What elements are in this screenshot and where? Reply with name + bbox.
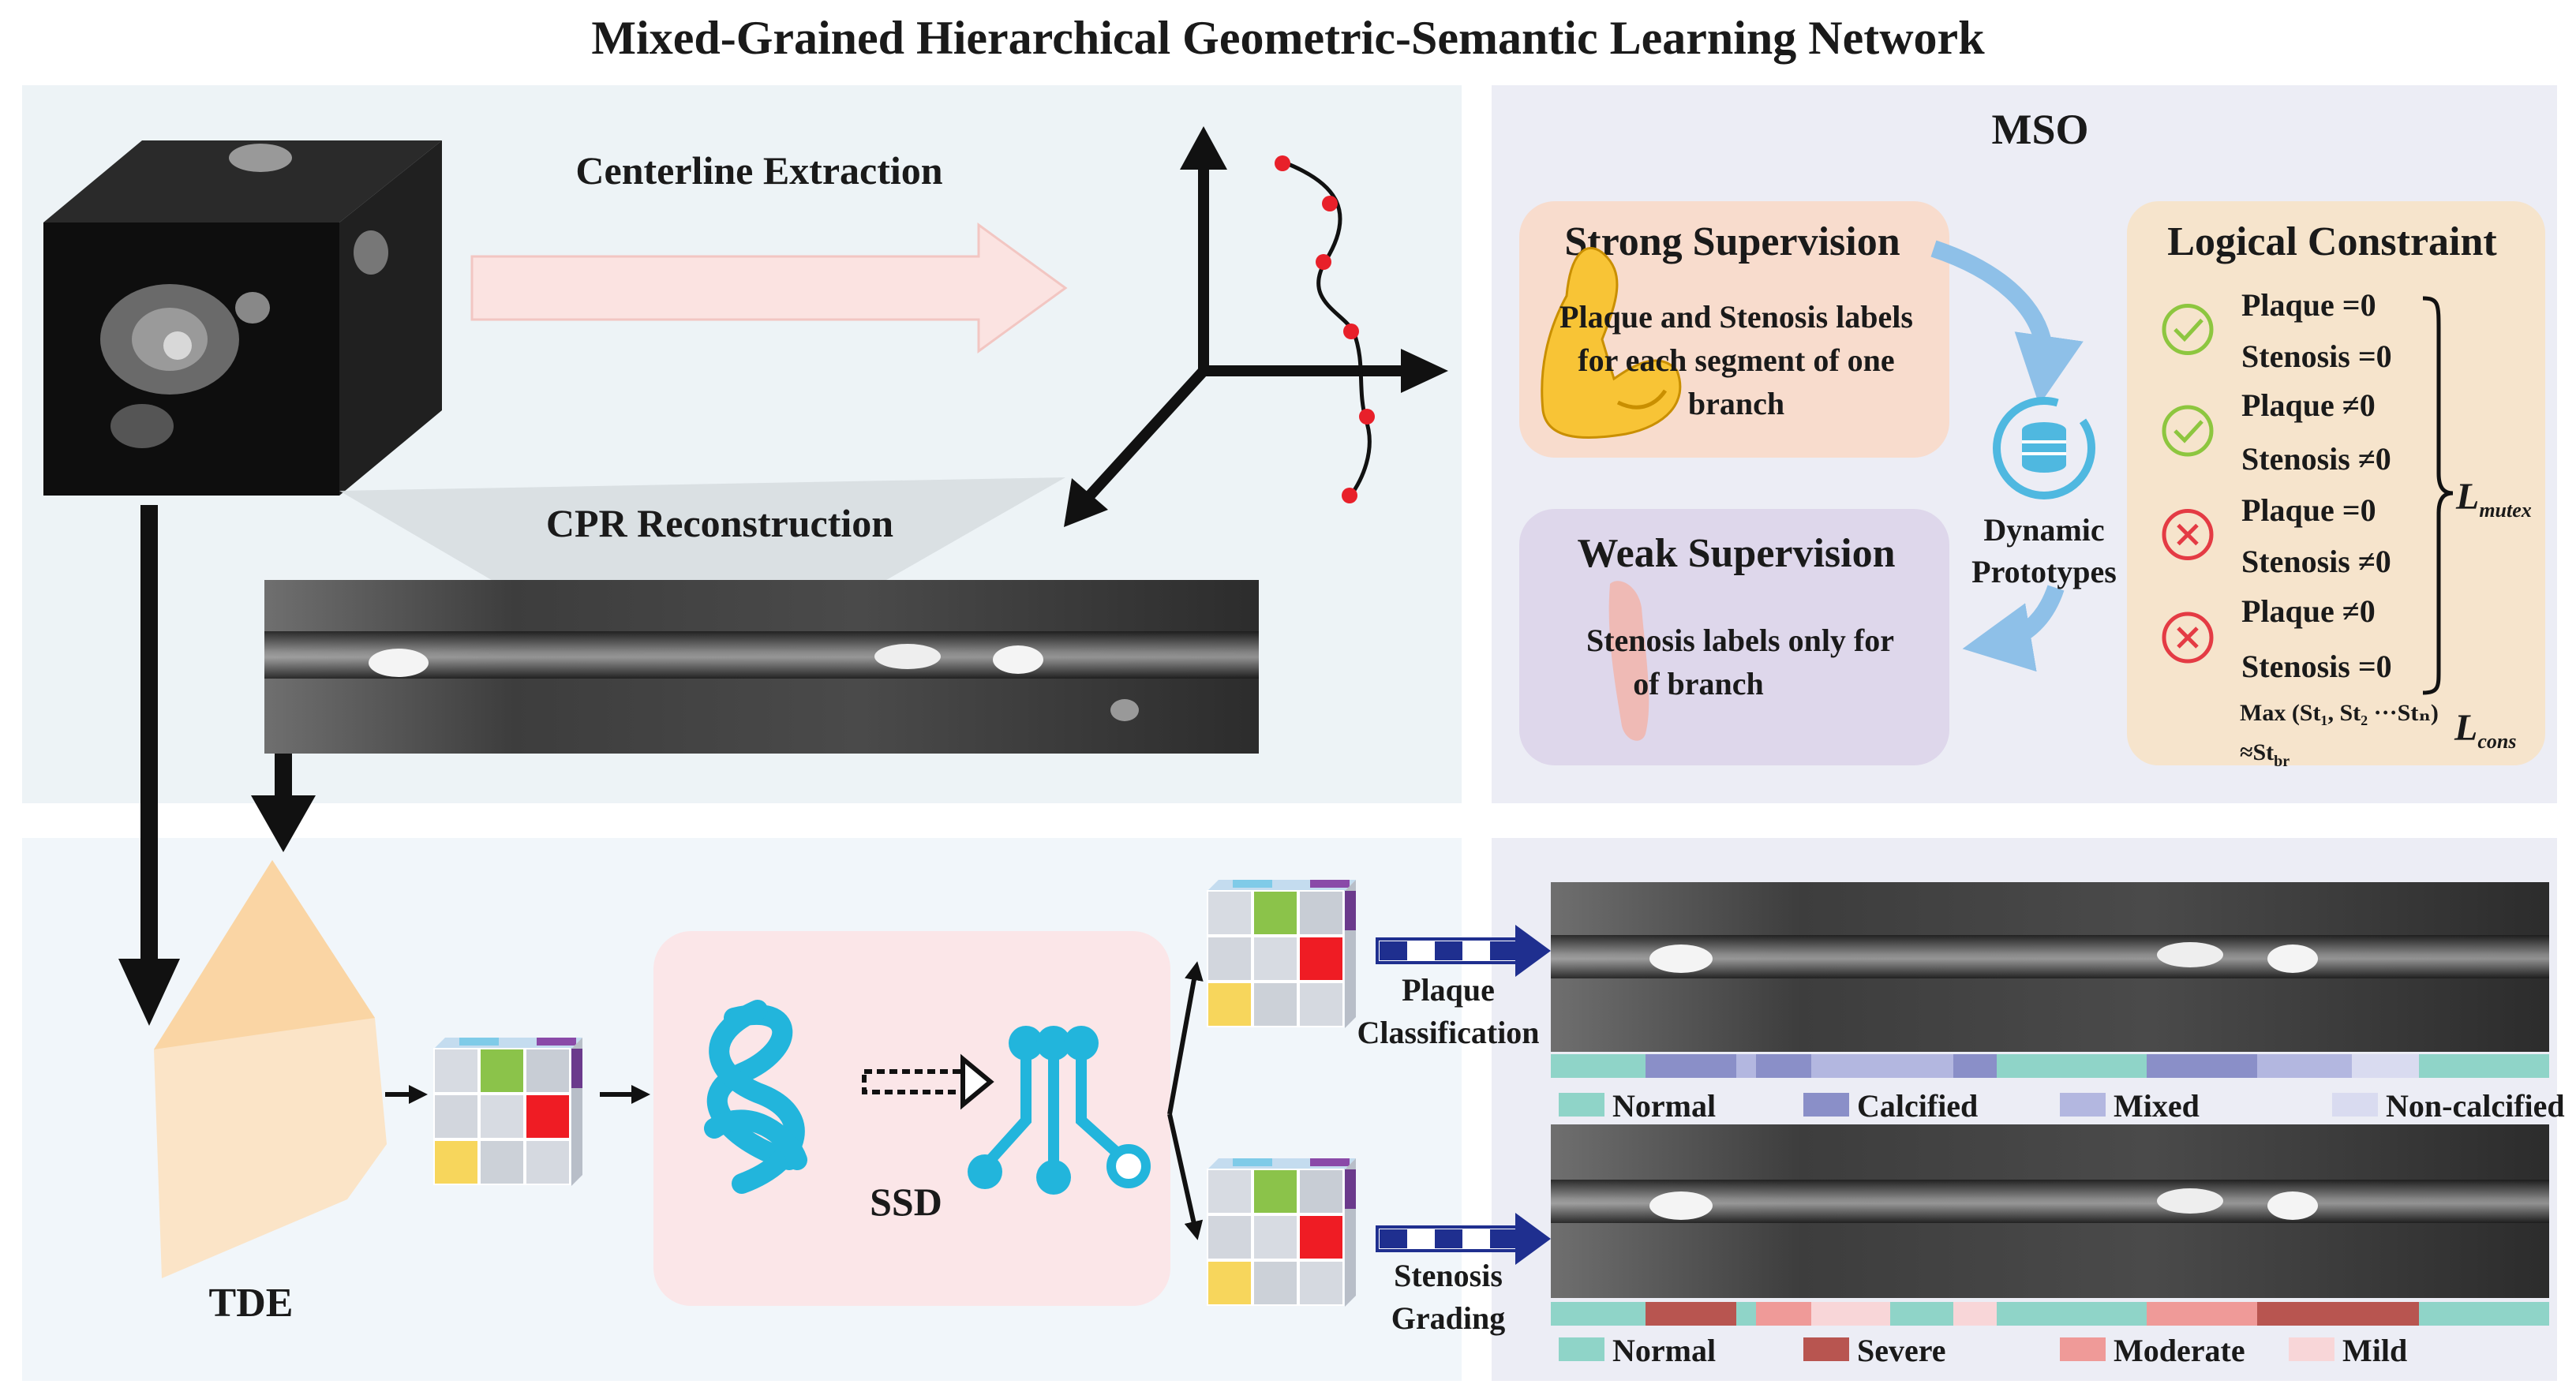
strong-text-line1: Plaque and Stenosis labels — [1559, 299, 1913, 335]
weak-supervision-title: Weak Supervision — [1577, 531, 1895, 576]
legend-swatch — [1559, 1093, 1604, 1117]
legend-label: Mixed — [2114, 1088, 2200, 1124]
rule-stenosis: Stenosis =0 — [2241, 649, 2392, 684]
task-stenosis-line1: Stenosis — [1394, 1258, 1503, 1293]
legend-label: Severe — [1857, 1333, 1946, 1368]
strong-text-line3: branch — [1688, 386, 1784, 421]
l-mutex-symbol: Lmutex — [2455, 476, 2532, 522]
weak-text-line2: of branch — [1633, 666, 1764, 701]
stenosis-output-image — [1551, 1124, 2549, 1298]
branch-icon — [985, 1048, 1126, 1173]
stenosis-segment-bar — [1551, 1302, 2549, 1326]
task-stenosis-line2: Grading — [1391, 1300, 1505, 1336]
centerline-points — [1275, 155, 1375, 503]
rule-plaque: Plaque =0 — [2241, 492, 2376, 528]
legend-stenosis: Normal Severe Moderate Mild — [1559, 1333, 2407, 1368]
legend-label: Normal — [1612, 1333, 1716, 1368]
legend-swatch — [2060, 1093, 2106, 1117]
cross-icon — [2162, 509, 2214, 560]
step-centerline-label: Centerline Extraction — [575, 148, 942, 193]
feature-cube-3 — [1207, 1158, 1356, 1307]
pink-flow-arrow — [470, 223, 1068, 353]
weak-arm-icon — [1608, 581, 1649, 741]
axis-arrow-up — [1180, 126, 1227, 170]
legend-swatch — [2289, 1337, 2334, 1361]
flow-arrow-strong-to-proto — [1930, 240, 2084, 406]
dashed-arrow — [862, 1053, 994, 1110]
check-icon — [2162, 304, 2214, 355]
branch-nodes — [968, 1026, 1151, 1195]
constraint-brace — [2422, 296, 2454, 695]
step-cpr-label: CPR Reconstruction — [546, 501, 893, 545]
step-tde-label: TDE — [209, 1281, 294, 1326]
legend-swatch — [2332, 1093, 2378, 1117]
legend-label: Moderate — [2114, 1333, 2245, 1368]
approx-constraint-line: ≈Stbr — [2240, 739, 2290, 770]
dynamic-prototypes-line2: Prototypes — [1971, 554, 2117, 589]
step-ssd-label: SSD — [870, 1180, 942, 1224]
rule-plaque: Plaque ≠0 — [2241, 593, 2376, 629]
plaque-segment-bar — [1551, 1054, 2549, 1078]
legend-label: Normal — [1612, 1088, 1716, 1124]
logical-constraint-title: Logical Constraint — [2167, 219, 2497, 264]
rule-stenosis: Stenosis ≠0 — [2241, 441, 2391, 477]
stenosis-task-arrow — [1376, 1213, 1551, 1265]
legend-label: Calcified — [1857, 1088, 1978, 1124]
constraint-rules: Plaque =0 Stenosis =0 Plaque ≠0 Stenosis ≠0… — [2162, 287, 2392, 684]
rule-stenosis: Stenosis =0 — [2241, 339, 2392, 374]
l-cons-symbol: Lcons — [2454, 707, 2516, 753]
max-constraint-line: Max (St₁, St₂ ···Stₙ) — [2240, 700, 2439, 726]
feature-cube-2 — [1207, 880, 1356, 1028]
legend-swatch — [2060, 1337, 2106, 1361]
tde-shape — [154, 860, 387, 1278]
fork-arrow-down — [1167, 1113, 1204, 1240]
axes-3d — [1076, 154, 1405, 509]
legend-plaque: Normal Calcified Mixed Non-calcified — [1559, 1088, 2565, 1124]
strong-supervision-title: Strong Supervision — [1564, 219, 1900, 264]
weak-text-line1: Stenosis labels only for — [1586, 623, 1894, 658]
check-icon — [2162, 405, 2214, 457]
legend-swatch — [1559, 1337, 1604, 1361]
legend-swatch — [1803, 1093, 1849, 1117]
feature-cube-1 — [433, 1038, 582, 1186]
task-plaque-line1: Plaque — [1402, 972, 1495, 1008]
strong-text-line2: for each segment of one — [1578, 342, 1894, 378]
cross-icon — [2162, 612, 2214, 664]
dna-icon — [704, 1000, 807, 1194]
database-icon — [1993, 397, 2095, 499]
rule-stenosis: Stenosis ≠0 — [2241, 544, 2391, 579]
rule-plaque: Plaque =0 — [2241, 287, 2376, 323]
plaque-output-image — [1551, 882, 2549, 1052]
axis-arrow-right — [1401, 349, 1448, 393]
axis-arrow-diag — [1064, 478, 1108, 527]
strong-arm-icon — [1541, 247, 1682, 439]
task-plaque-line2: Classification — [1357, 1015, 1539, 1050]
flow-arrow-cpr — [251, 754, 316, 852]
rule-plaque: Plaque ≠0 — [2241, 387, 2376, 423]
plaque-task-arrow — [1376, 925, 1551, 977]
flow-arrow-volume — [118, 505, 180, 1026]
legend-label: Mild — [2342, 1333, 2407, 1368]
fork-arrow-up — [1167, 961, 1204, 1115]
figure-title: Mixed-Grained Hierarchical Geometric-Sem… — [591, 12, 1985, 64]
flow-arrow-proto-to-weak — [1962, 585, 2065, 672]
ct-volume-cube — [43, 140, 442, 496]
cpr-image — [264, 580, 1259, 754]
legend-label: Non-calcified — [2386, 1088, 2565, 1124]
legend-swatch — [1803, 1337, 1849, 1361]
mso-title: MSO — [1991, 106, 2088, 153]
dynamic-prototypes-line1: Dynamic — [1983, 512, 2104, 548]
